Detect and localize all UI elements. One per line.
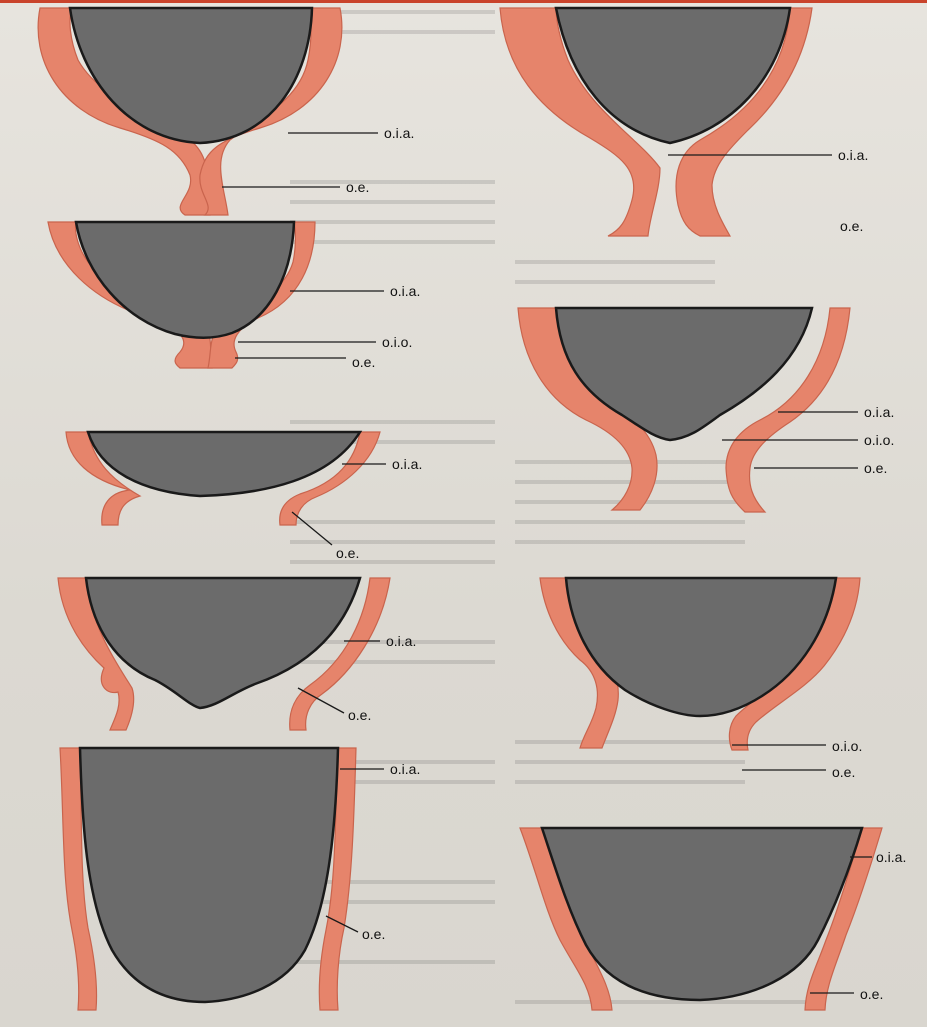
label-oio: o.i.o. [864, 432, 894, 448]
diagram-left-4: o.i.a. o.e. [58, 578, 416, 730]
label-oia: o.i.a. [838, 147, 868, 163]
diagram-right-1: o.i.a. o.e. [500, 8, 868, 236]
label-oia: o.i.a. [392, 456, 422, 472]
diagram-left-2: o.i.a. o.i.o. o.e. [48, 222, 420, 370]
label-oia: o.i.a. [864, 404, 894, 420]
label-oia: o.i.a. [876, 849, 906, 865]
label-oe: o.e. [336, 545, 359, 561]
label-oe: o.e. [864, 460, 887, 476]
label-oe: o.e. [362, 926, 385, 942]
diagram-left-5: o.i.a. o.e. [60, 748, 420, 1010]
label-oe: o.e. [348, 707, 371, 723]
label-oio: o.i.o. [382, 334, 412, 350]
label-oe: o.e. [346, 179, 369, 195]
label-oe: o.e. [352, 354, 375, 370]
label-oia: o.i.a. [390, 283, 420, 299]
label-oia: o.i.a. [390, 761, 420, 777]
label-oe: o.e. [860, 986, 883, 1002]
diagram-left-1: o.i.a. o.e. [38, 8, 414, 215]
fetal-head [76, 222, 294, 338]
label-oia: o.i.a. [386, 633, 416, 649]
label-oio: o.i.o. [832, 738, 862, 754]
label-oe: o.e. [832, 764, 855, 780]
diagram-right-4: o.i.a. o.e. [520, 828, 906, 1010]
label-oe: o.e. [840, 218, 863, 234]
diagram-right-3: o.i.o. o.e. [540, 578, 862, 780]
label-oia: o.i.a. [384, 125, 414, 141]
